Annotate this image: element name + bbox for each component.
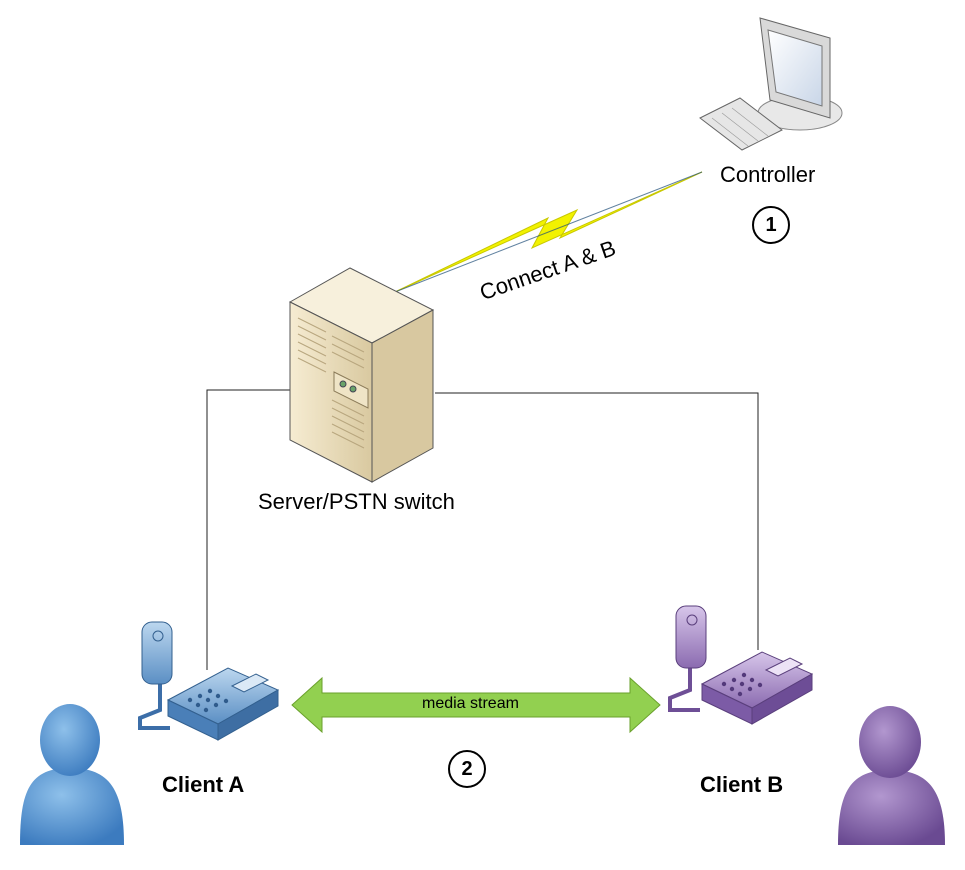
desktop-computer-icon: [699, 17, 843, 151]
media-stream-label: media stream: [422, 695, 519, 712]
client-a-person-icon: [20, 704, 124, 845]
client-a-telephone-icon: [138, 621, 280, 741]
client-b-person-icon: [838, 706, 945, 845]
controller-label: Controller: [720, 162, 816, 187]
step-1-badge: 1: [752, 206, 790, 244]
client-b-telephone-icon: [668, 605, 814, 725]
client-b-label: Client B: [700, 772, 784, 797]
server-tower-icon: [288, 267, 435, 483]
client-a-label: Client A: [162, 772, 245, 797]
step-2-badge: 2: [448, 750, 486, 788]
media-stream-arrow: [291, 676, 661, 734]
lightning-link: [394, 171, 703, 293]
server-to-client-b-line: [435, 392, 759, 650]
server-label: Server/PSTN switch: [258, 489, 455, 514]
server-to-client-a-line: [206, 389, 300, 670]
